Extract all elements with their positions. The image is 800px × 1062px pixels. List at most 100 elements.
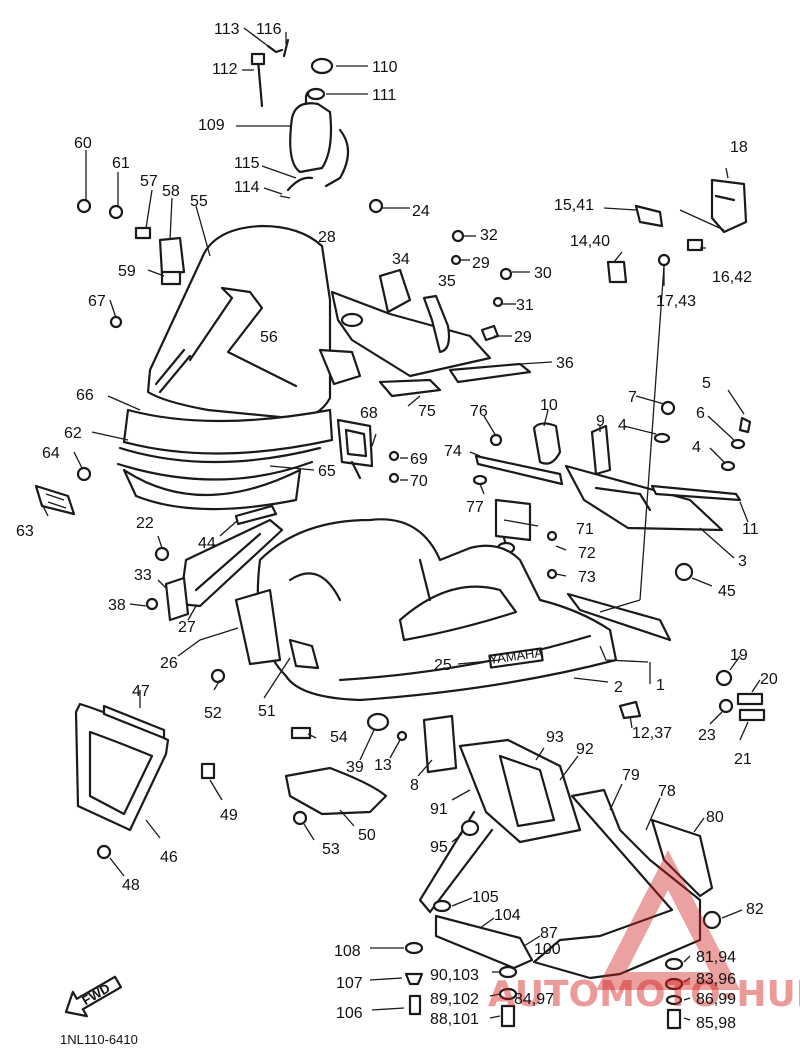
- callout-label: 24: [412, 203, 430, 220]
- callout-label: 39: [346, 759, 364, 776]
- callout-label: 6: [696, 405, 705, 422]
- callout-label: 3: [738, 553, 747, 570]
- side-rail-assembly: [532, 422, 742, 532]
- callout-label: 47: [132, 683, 150, 700]
- callout-label: 63: [16, 523, 34, 540]
- watermark-triangle-icon: [596, 850, 740, 990]
- callout-label: 86,99: [696, 991, 736, 1008]
- callout-label: 60: [74, 135, 92, 152]
- fairing-upper-trim: [116, 408, 334, 511]
- callout-label: 32: [480, 227, 498, 244]
- callout-label: 4: [692, 439, 701, 456]
- callout-label: 108: [334, 943, 361, 960]
- callout-label: 49: [220, 807, 238, 824]
- misc-fasteners: [76, 198, 752, 684]
- callout-label: 55: [190, 193, 208, 210]
- inner-lower-panel: [418, 738, 582, 914]
- callout-label: 21: [734, 751, 752, 768]
- callout-label: 51: [258, 703, 276, 720]
- callout-label: 69: [410, 451, 428, 468]
- callout-label: 81,94: [696, 949, 736, 966]
- callout-label: 74: [444, 443, 462, 460]
- lower-stay: [432, 899, 534, 970]
- callout-label: 18: [730, 139, 748, 156]
- callout-label: 12,37: [632, 725, 672, 742]
- callout-label: 20: [760, 671, 778, 688]
- callout-label: 70: [410, 473, 428, 490]
- callout-label: 53: [322, 841, 340, 858]
- callout-label: 109: [198, 117, 225, 134]
- callout-label: 33: [134, 567, 152, 584]
- callout-label: 62: [64, 425, 82, 442]
- callout-label: 66: [76, 387, 94, 404]
- callout-label: 58: [162, 183, 180, 200]
- callout-label: 111: [372, 87, 396, 104]
- callout-label: 28: [318, 229, 336, 246]
- brand-decal: YAMAHA: [488, 645, 544, 667]
- callout-label: 78: [658, 783, 676, 800]
- callout-label: 25: [434, 657, 452, 674]
- small-brackets-left: [145, 546, 190, 622]
- callout-label: 54: [330, 729, 348, 746]
- callout-label: 7: [628, 389, 637, 406]
- screw-48: [96, 844, 112, 860]
- callout-label: 90,103: [430, 967, 479, 984]
- callout-label: 113: [214, 21, 240, 38]
- callout-label: 34: [392, 251, 410, 268]
- callout-label: 46: [160, 849, 178, 866]
- callout-label: 30: [534, 265, 552, 282]
- callout-label: 16,42: [712, 269, 752, 286]
- callout-label: 77: [466, 499, 484, 516]
- callout-label: 88,101: [430, 1011, 479, 1028]
- callout-label: 31: [516, 297, 534, 314]
- callout-label: 17,43: [656, 293, 696, 310]
- callout-label: 68: [360, 405, 378, 422]
- forward-arrow: FWD: [64, 975, 123, 1018]
- grommet-45: [674, 562, 694, 582]
- callout-label: 5: [702, 375, 711, 392]
- part-drawings: [34, 27, 766, 1030]
- callout-label: 8: [410, 777, 419, 794]
- callout-label: 93: [546, 729, 564, 746]
- callout-label: 91: [430, 801, 448, 818]
- callout-label: 13: [374, 757, 392, 774]
- watermark: AUTOMOTO-HUB: [488, 850, 800, 1015]
- callout-label: 115: [234, 155, 260, 172]
- lower-bracket-50: [284, 726, 388, 826]
- diagram-part-code: 1NL110-6410: [60, 1032, 138, 1047]
- callout-label: 107: [336, 975, 363, 992]
- callout-label: 75: [418, 403, 436, 420]
- callout-label: 80: [706, 809, 724, 826]
- callout-label: 9: [596, 413, 605, 430]
- callout-label: 116: [256, 21, 282, 38]
- inner-panel-left: [178, 518, 284, 666]
- callout-label: 10: [540, 397, 558, 414]
- callout-label: 110: [372, 59, 398, 76]
- callout-label: 52: [204, 705, 222, 722]
- callout-label: 114: [234, 179, 260, 196]
- callout-label: 89,102: [430, 991, 479, 1008]
- callout-label: 100: [534, 941, 561, 958]
- callout-label: 67: [88, 293, 106, 310]
- windscreen: [146, 224, 332, 420]
- callout-label: 87: [540, 925, 558, 942]
- callout-label: 50: [358, 827, 376, 844]
- callout-label: 71: [576, 521, 594, 538]
- callout-label: 11: [742, 521, 759, 538]
- callout-label: 65: [318, 463, 336, 480]
- callout-label: 36: [556, 355, 574, 372]
- callout-label: 72: [578, 545, 596, 562]
- callout-label: 23: [698, 727, 716, 744]
- callout-label: 95: [430, 839, 448, 856]
- callout-label: 15,41: [554, 197, 594, 214]
- mirror-assembly-right: [494, 498, 532, 555]
- callout-label: 35: [438, 273, 456, 290]
- callout-label: 45: [718, 583, 736, 600]
- callout-label: 106: [336, 1005, 363, 1022]
- clip-49: [200, 762, 216, 780]
- reservoir-tank: [250, 38, 350, 199]
- callout-label: 4: [618, 417, 627, 434]
- callout-label: 73: [578, 569, 596, 586]
- callout-label: 79: [622, 767, 640, 784]
